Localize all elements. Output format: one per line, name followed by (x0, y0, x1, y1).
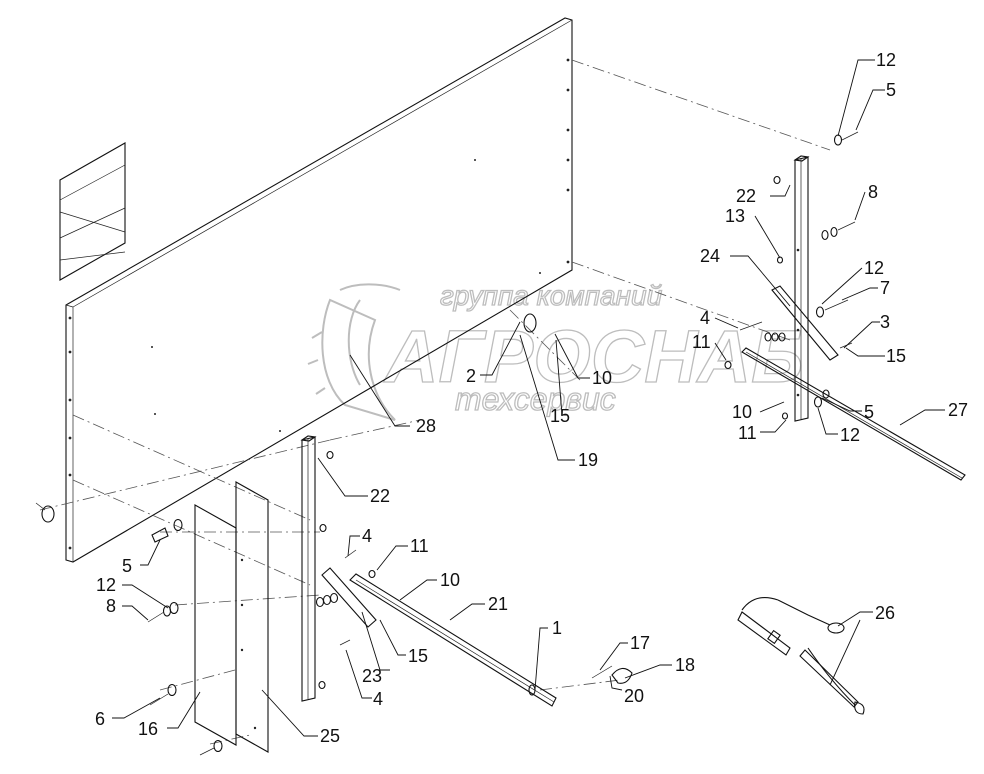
callout-6: 6 (95, 709, 105, 729)
callout-5-left: 5 (122, 556, 132, 576)
callout-12: 13 (725, 206, 745, 226)
callout-16-top: 12 (876, 50, 896, 70)
callout-11-right-bottom: 11 (738, 423, 757, 443)
fasteners (35, 131, 859, 756)
callout-3: 3 (880, 312, 890, 332)
callout-23-left: 22 (370, 486, 390, 506)
callout-27: 27 (948, 400, 968, 420)
leader-lines (112, 59, 945, 737)
callout-17: 18 (675, 655, 695, 675)
callout-23-right: 22 (736, 186, 756, 206)
callout-20: 26 (875, 603, 895, 623)
callout-22: 21 (488, 594, 508, 614)
callout-24: 23 (362, 666, 382, 686)
callout-10-left: 10 (440, 570, 460, 590)
callout-4-left-top: 4 (362, 526, 372, 546)
agrosnab-watermark: группа компаний АГРОСНАБ техсервис (307, 279, 804, 421)
long-bar-right (741, 347, 966, 481)
small-hatched-panel (59, 142, 126, 281)
upright-post-right (793, 155, 810, 422)
watermark-line2: АГРОСНАБ (383, 315, 804, 398)
callout-2: 2 (466, 366, 476, 386)
callout-11-right-top: 11 (692, 332, 711, 352)
callout-18: 19 (578, 450, 598, 470)
callout-labels: 12 5 22 8 13 24 12 7 3 4 11 15 10 5 11 1… (95, 50, 968, 746)
callout-25: 24 (700, 246, 720, 266)
long-bar-left (349, 573, 557, 707)
callout-26: 25 (320, 726, 340, 746)
callout-19: 16 (138, 719, 158, 739)
watermark-line1: группа компаний (440, 280, 663, 311)
callout-4-left-bottom: 4 (373, 689, 383, 709)
callout-16-mid: 12 (864, 258, 884, 278)
callout-11-left: 11 (410, 536, 429, 556)
callout-10-mid: 10 (592, 368, 612, 388)
assembly-lines (39, 59, 831, 745)
callout-15-right: 15 (886, 346, 906, 366)
callout-4-right: 4 (700, 308, 710, 328)
plate-19 (194, 504, 237, 746)
strap-20 (737, 597, 865, 715)
callout-15-mid: 15 (550, 406, 570, 426)
brace-right (771, 285, 839, 361)
brace-left (321, 567, 377, 628)
callout-13: 17 (630, 633, 650, 653)
callout-10-right: 10 (732, 402, 752, 422)
callout-8-left: 8 (106, 596, 116, 616)
callout-21: 20 (624, 686, 644, 706)
callout-5-right: 5 (864, 402, 874, 422)
callout-16-right: 12 (840, 425, 860, 445)
callout-15-left: 15 (408, 646, 428, 666)
callout-7: 7 (880, 278, 890, 298)
plate-26 (235, 481, 269, 753)
callout-8-right: 8 (868, 182, 878, 202)
watermark-logo (307, 283, 401, 421)
upright-post-left (300, 435, 317, 702)
callout-5-top: 5 (886, 80, 896, 100)
callout-16-left: 12 (96, 575, 116, 595)
side-panel (65, 17, 573, 563)
callout-1: 1 (552, 618, 562, 638)
callout-28: 28 (416, 416, 436, 436)
